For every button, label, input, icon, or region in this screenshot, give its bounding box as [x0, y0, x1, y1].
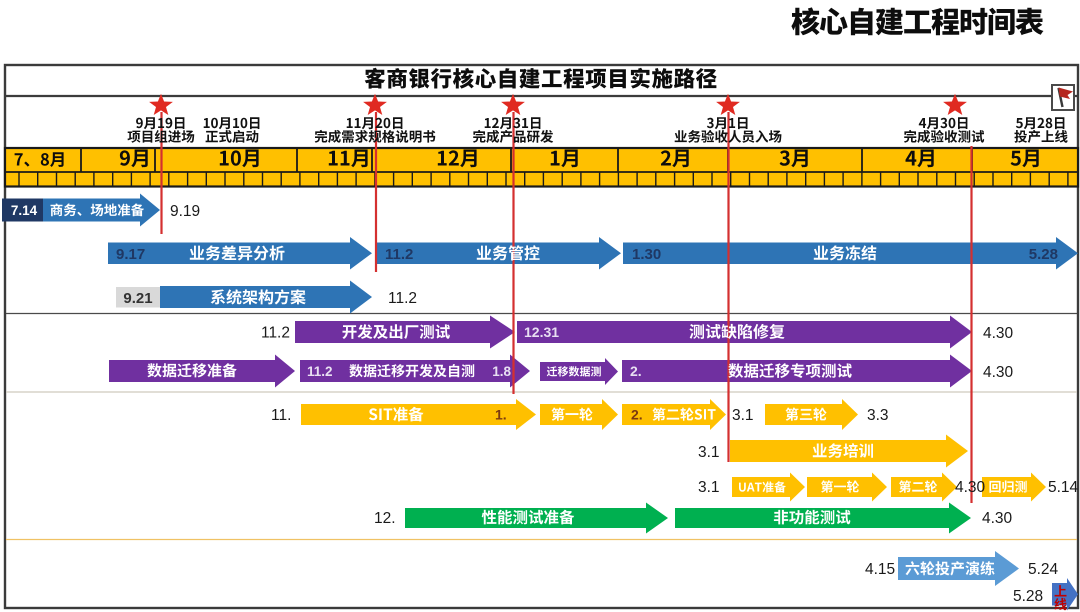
svg-text:12.31: 12.31: [524, 324, 559, 340]
svg-text:1.: 1.: [495, 407, 507, 423]
svg-text:11.2: 11.2: [307, 364, 333, 379]
svg-text:2.: 2.: [631, 407, 643, 423]
svg-text:1.8: 1.8: [492, 364, 511, 379]
svg-text:4.30: 4.30: [982, 510, 1013, 527]
svg-text:3.1: 3.1: [698, 479, 720, 496]
svg-text:11.: 11.: [271, 407, 291, 424]
svg-text:4.30: 4.30: [955, 479, 986, 496]
svg-text:9.17: 9.17: [116, 246, 145, 263]
svg-text:1.30: 1.30: [632, 246, 661, 263]
svg-text:3.1: 3.1: [732, 407, 754, 424]
svg-text:5.28: 5.28: [1029, 246, 1058, 263]
svg-text:5.14: 5.14: [1048, 479, 1079, 496]
svg-text:4.30: 4.30: [983, 364, 1014, 381]
svg-text:11.2: 11.2: [261, 325, 290, 342]
svg-text:11.2: 11.2: [385, 246, 413, 263]
svg-text:3.3: 3.3: [867, 407, 889, 424]
svg-text:9.21: 9.21: [123, 290, 152, 307]
svg-text:2.: 2.: [630, 363, 642, 379]
svg-text:3.1: 3.1: [698, 444, 720, 461]
svg-text:7.14: 7.14: [11, 203, 38, 218]
svg-text:12.: 12.: [374, 510, 396, 527]
svg-text:4.15: 4.15: [865, 561, 895, 578]
svg-text:11.2: 11.2: [388, 290, 417, 307]
svg-text:9.19: 9.19: [170, 203, 200, 220]
svg-text:5.28: 5.28: [1013, 588, 1043, 605]
svg-text:5.24: 5.24: [1028, 561, 1059, 578]
svg-text:4.30: 4.30: [983, 325, 1014, 342]
